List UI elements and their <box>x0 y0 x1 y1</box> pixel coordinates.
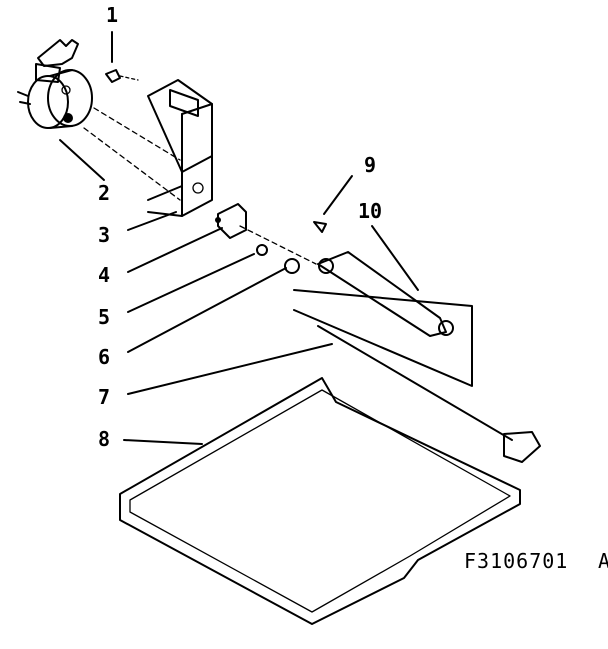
callout-5: 5 <box>98 305 110 329</box>
callout-1: 1 <box>106 3 118 27</box>
screw-9 <box>313 221 327 233</box>
wire-frame <box>119 377 521 625</box>
callout-8: 8 <box>98 427 110 451</box>
screw-1 <box>105 69 139 83</box>
trailing-mark: A <box>598 549 608 573</box>
callout-7: 7 <box>98 385 110 409</box>
figure-code: F3106701 <box>464 549 568 573</box>
arm-4 <box>215 203 247 239</box>
spacer-5 <box>256 244 268 256</box>
rod-7 <box>293 289 541 463</box>
callout-10: 10 <box>358 199 382 223</box>
callout-4: 4 <box>98 263 110 287</box>
leader-lines <box>59 31 419 445</box>
gear-motor <box>17 39 93 129</box>
callout-3: 3 <box>98 223 110 247</box>
callout-9: 9 <box>364 153 376 177</box>
callout-2: 2 <box>98 181 110 205</box>
mounting-bracket <box>83 79 213 217</box>
bracket-10 <box>239 225 454 337</box>
callout-6: 6 <box>98 345 110 369</box>
nut-6 <box>284 258 300 274</box>
